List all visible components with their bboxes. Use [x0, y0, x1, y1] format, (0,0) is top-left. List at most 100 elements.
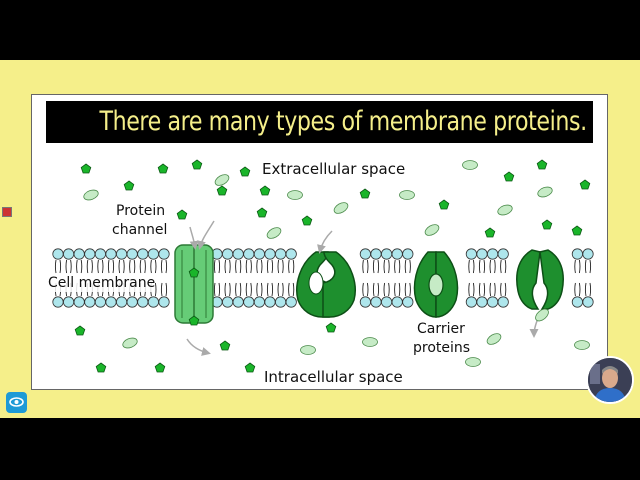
lipid-head: [486, 248, 499, 260]
pentagon-molecule: [579, 179, 591, 190]
lipid-tail: [250, 282, 252, 297]
pentagon-molecule: [259, 185, 271, 196]
lipid-tail: [260, 282, 263, 297]
lipid-tail: [271, 282, 274, 297]
lipid-tail: [160, 282, 163, 297]
lipid-tail: [383, 282, 386, 297]
lipid-tail: [478, 282, 481, 297]
pentagon-molecule: [176, 209, 188, 220]
record-indicator-icon: [2, 207, 12, 217]
lipid-tail: [256, 282, 258, 297]
oval-molecule: [497, 204, 513, 216]
lipid-tail: [76, 259, 78, 274]
lipid-head: [137, 248, 149, 260]
lipid-head: [94, 296, 107, 308]
pentagon-molecule: [239, 166, 251, 177]
lipid-head: [158, 248, 170, 260]
lipid-head: [62, 248, 75, 260]
lipid-tail: [404, 282, 407, 297]
lipid-tail: [213, 282, 216, 297]
lipid-tail: [86, 259, 89, 274]
lipid-tail: [245, 259, 248, 274]
lipid-head: [253, 296, 265, 308]
lipid-head: [116, 296, 128, 308]
lipid-head: [359, 296, 371, 308]
lipid-tail: [292, 282, 295, 297]
lipid-tail: [80, 259, 83, 274]
oval-molecule: [465, 357, 481, 367]
lipid-tail: [362, 282, 364, 297]
lipid-tail: [139, 259, 142, 274]
pentagon-molecule: [571, 225, 583, 236]
lipid-tail: [282, 282, 284, 297]
pentagon-molecule: [188, 315, 200, 326]
lipid-tail: [366, 282, 369, 297]
lipid-tail: [235, 259, 237, 274]
lipid-head: [62, 296, 75, 308]
lipid-tail: [409, 259, 411, 274]
lipid-tail: [224, 282, 227, 297]
lipid-head: [465, 296, 477, 308]
lipid-tail: [256, 259, 258, 274]
lipid-tail: [288, 259, 290, 274]
pentagon-molecule: [503, 171, 515, 182]
lipid-tail: [97, 259, 99, 274]
carrier-proteins-label-line1: Carrier: [417, 321, 465, 337]
lipid-head: [571, 248, 584, 260]
slide-title-text: There are many types of membrane protein…: [99, 106, 587, 137]
lipid-tail: [133, 259, 136, 274]
lipid-head: [497, 296, 509, 308]
extracellular-label: Extracellular space: [262, 160, 406, 178]
lipid-tail: [500, 259, 502, 274]
lipid-tail: [468, 282, 470, 297]
lipid-tail: [266, 259, 269, 274]
lipid-head: [147, 296, 160, 308]
protein-channel: [174, 244, 214, 324]
pentagon-molecule: [438, 199, 450, 210]
lipid-head: [126, 296, 138, 308]
pentagon-molecule: [188, 267, 200, 278]
pentagon-molecule: [157, 163, 169, 174]
lipid-tail: [129, 259, 131, 274]
oval-molecule: [214, 174, 230, 186]
lipid-head: [116, 248, 128, 260]
lipid-tail: [165, 282, 168, 297]
lipid-head: [275, 296, 287, 308]
pentagon-molecule: [74, 325, 86, 336]
oval-molecule: [535, 308, 549, 322]
lipid-head: [126, 248, 138, 260]
slide: There are many types of membrane protein…: [31, 94, 608, 390]
lipid-head: [370, 248, 382, 260]
lipid-tail: [398, 282, 401, 297]
carrier-proteins-label-line2: proteins: [413, 340, 471, 356]
lipid-head: [285, 296, 297, 308]
lipid-tail: [277, 259, 280, 274]
lipid-tail: [489, 259, 492, 274]
lipid-head: [275, 248, 287, 260]
pentagon-molecule: [95, 362, 107, 373]
lipid-head: [391, 248, 403, 260]
lipid-tail: [123, 259, 125, 274]
lipid-tail: [144, 259, 146, 274]
pentagon-molecule: [80, 163, 92, 174]
lipid-tail: [150, 259, 152, 274]
lipid-head: [253, 248, 265, 260]
lipid-tail: [218, 282, 221, 297]
lipid-tail: [483, 259, 486, 274]
oval-molecule: [122, 337, 138, 349]
lipid-tail: [154, 259, 157, 274]
lipid-tail: [54, 259, 57, 274]
lipid-tail: [388, 259, 390, 274]
lipid-head: [264, 248, 276, 260]
lipid-tail: [118, 259, 121, 274]
lipid-tail: [160, 259, 163, 274]
lipid-head: [105, 248, 117, 260]
lipid-tail: [398, 259, 401, 274]
lipid-head: [402, 248, 414, 260]
oval-molecule: [362, 337, 378, 347]
lipid-tail: [468, 259, 470, 274]
lipid-tail: [91, 259, 93, 274]
oval-molecule: [574, 340, 590, 350]
lipid-head: [391, 296, 403, 308]
lipid-head: [243, 248, 255, 260]
